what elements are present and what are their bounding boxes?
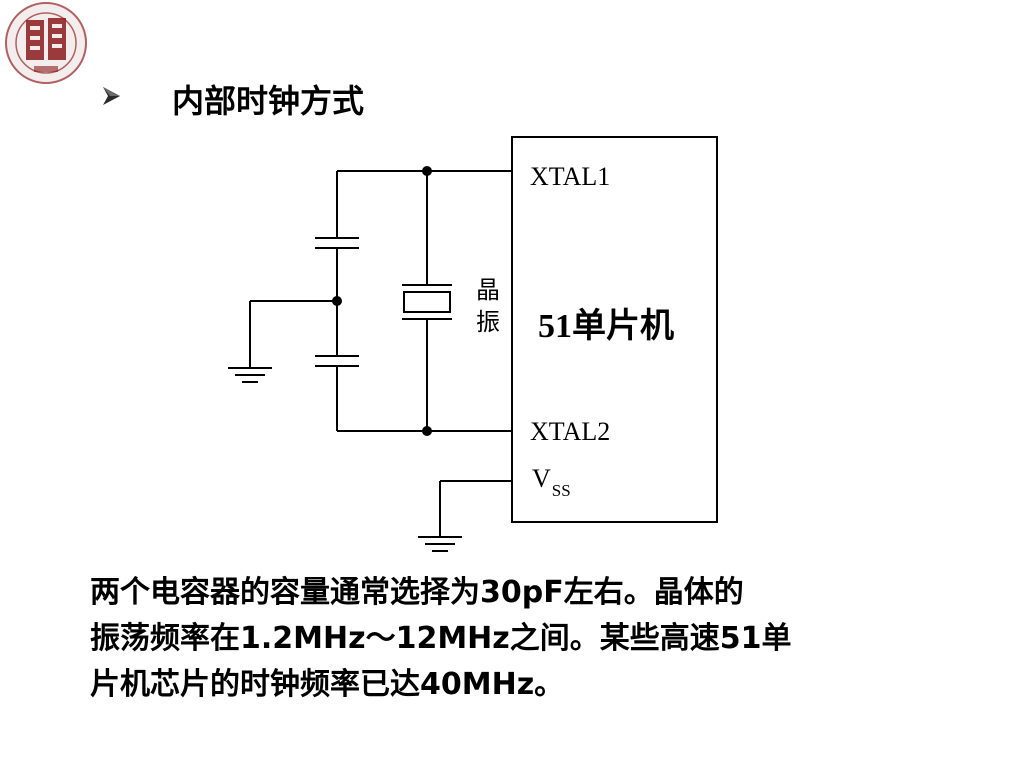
capacitor-icon	[315, 237, 359, 249]
arrow-bullet-icon	[103, 87, 120, 105]
pin-label-xtal2: XTAL2	[530, 417, 611, 446]
paragraph-line: 振荡频率在1.2MHz～12MHz之间。某些高速51单	[90, 621, 792, 656]
slide-heading: 内部时钟方式	[172, 82, 365, 120]
crystal-label-top: 晶	[476, 276, 500, 304]
pin-label-xtal1: XTAL1	[530, 162, 611, 191]
ground-icon	[418, 536, 462, 552]
body-paragraph: 两个电容器的容量通常选择为30pF左右。晶体的 振荡频率在1.2MHz～12MH…	[90, 570, 960, 708]
capacitor-icon	[315, 355, 359, 367]
vss-subscript: SS	[551, 481, 571, 500]
pin-label-vss: VSS	[532, 464, 571, 500]
paragraph-line: 两个电容器的容量通常选择为30pF左右。晶体的	[90, 575, 744, 610]
crystal-oscillator-icon	[402, 284, 452, 320]
junction-dot	[422, 426, 432, 436]
paragraph-line: 片机芯片的时钟频率已达40MHz。	[90, 667, 565, 702]
crystal-label: 晶 振	[474, 274, 502, 338]
junction-dot	[332, 296, 342, 306]
university-seal-icon	[5, 2, 87, 84]
chip-label: 51单片机	[538, 308, 674, 345]
crystal-label-bottom: 振	[476, 308, 500, 336]
bullet-marker	[100, 74, 122, 118]
ground-icon	[228, 367, 272, 383]
vss-main: V	[532, 464, 551, 493]
junction-dot	[422, 166, 432, 176]
chip-body	[511, 136, 718, 523]
